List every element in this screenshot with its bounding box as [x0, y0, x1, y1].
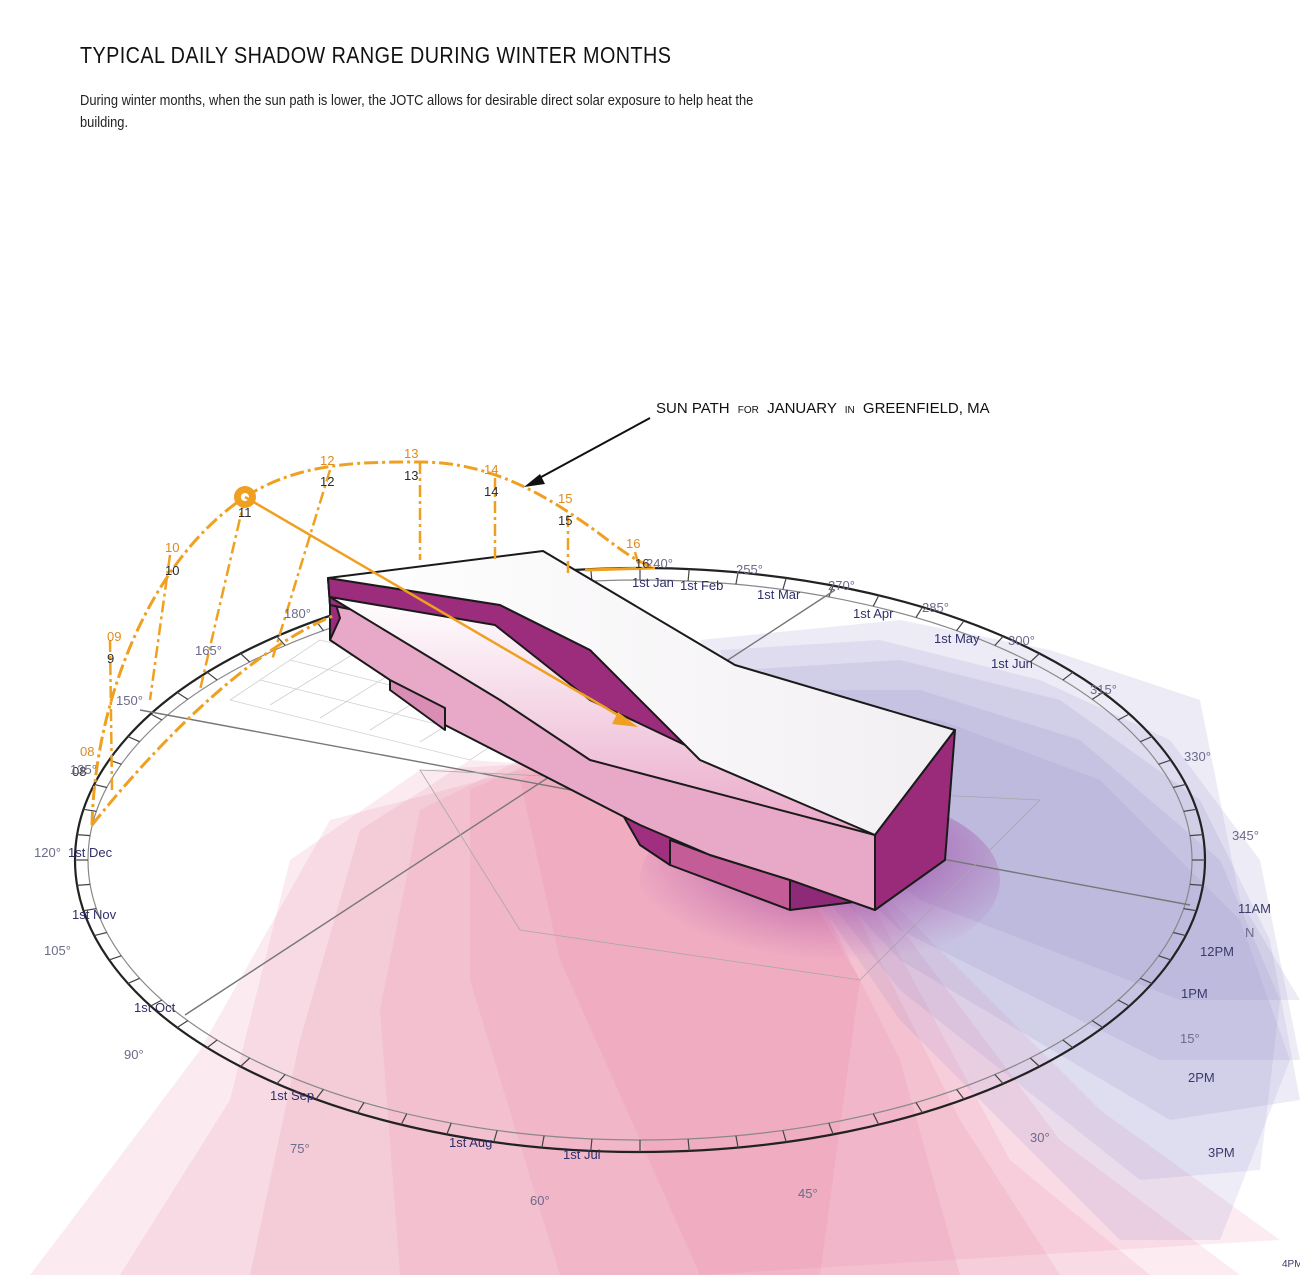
compass-tick — [109, 956, 121, 960]
hour-label-orange: 15 — [558, 491, 572, 506]
time-label: 12PM — [1200, 944, 1234, 959]
degree-label: 270° — [828, 578, 855, 593]
hour-label: 11 — [238, 505, 252, 520]
compass-tick — [241, 654, 250, 663]
month-label: 1st Nov — [72, 907, 117, 922]
degree-label: 165° — [195, 643, 222, 658]
hour-label-orange: 14 — [484, 462, 498, 477]
degree-label: 150° — [116, 693, 143, 708]
month-label: 1st Jul — [563, 1147, 601, 1162]
degree-label: 60° — [530, 1193, 550, 1208]
degree-label: 120° — [34, 845, 61, 860]
degree-label: 75° — [290, 1141, 310, 1156]
month-label: 1st Dec — [68, 845, 113, 860]
compass-tick — [128, 978, 140, 983]
month-label: 1st Sep — [270, 1088, 314, 1103]
compass-tick — [77, 884, 90, 885]
degree-label: N — [1245, 925, 1254, 940]
month-label: 1st Jan — [632, 575, 674, 590]
degree-label: 15° — [1180, 1031, 1200, 1046]
time-label: 11AM — [1238, 901, 1271, 916]
time-label: 3PM — [1208, 1145, 1235, 1160]
callout-for: FOR — [738, 405, 759, 416]
degree-label: 180° — [284, 606, 311, 621]
hour-label: 9 — [107, 651, 114, 666]
compass-tick — [128, 737, 140, 742]
degree-label: 330° — [1184, 749, 1211, 764]
month-label: 1st Aug — [449, 1135, 492, 1150]
hour-label: 15 — [558, 513, 572, 528]
compass-tick — [84, 809, 97, 811]
sun-path-callout: SUN PATH FOR JANUARY IN GREENFIELD, MA — [656, 400, 990, 417]
callout-location: GREENFIELD, MA — [863, 400, 990, 417]
degree-label: 30° — [1030, 1130, 1050, 1145]
hour-label: 14 — [484, 484, 498, 499]
hour-label: 13 — [404, 468, 418, 483]
time-label: 4PM — [1282, 1259, 1300, 1270]
degree-label: 300° — [1008, 633, 1035, 648]
degree-label: 285° — [922, 600, 949, 615]
time-label: 2PM — [1188, 1070, 1215, 1085]
hour-label-orange: 12 — [320, 453, 334, 468]
hour-label: 12 — [320, 474, 334, 489]
callout-sun-path: SUN PATH — [656, 400, 730, 417]
compass-tick — [151, 714, 162, 720]
month-label: 1st May — [934, 631, 980, 646]
hour-label-orange: 16 — [626, 536, 640, 551]
hour-label-orange: 09 — [107, 629, 121, 644]
month-label: 1st Feb — [680, 578, 723, 593]
month-label: 1st Jun — [991, 656, 1033, 671]
compass-tick — [77, 835, 90, 836]
time-label: 1PM — [1181, 986, 1208, 1001]
compass-tick — [957, 621, 965, 631]
degree-label: 45° — [798, 1186, 818, 1201]
hour-label-orange: 13 — [404, 446, 418, 461]
degree-label: 90° — [124, 1047, 144, 1062]
compass-tick — [177, 1021, 188, 1028]
hour-label-orange: 08 — [80, 744, 94, 759]
hour-label-orange: 10 — [165, 540, 179, 555]
month-label: 1st Mar — [757, 587, 801, 602]
degree-label: 135° — [70, 762, 97, 777]
callout-january: JANUARY — [767, 400, 837, 417]
degree-label: 255° — [736, 562, 763, 577]
degree-label: 105° — [44, 943, 71, 958]
month-label: 1st Oct — [134, 1000, 176, 1015]
hour-label: 10 — [165, 563, 179, 578]
degree-label: 345° — [1232, 828, 1259, 843]
compass-tick — [94, 933, 107, 936]
month-label: 1st Apr — [853, 606, 894, 621]
compass-tick — [873, 595, 879, 606]
degree-label: 315° — [1090, 682, 1117, 697]
compass-tick — [207, 672, 217, 680]
compass-tick — [94, 784, 107, 787]
degree-label: 240° — [646, 556, 673, 571]
callout-in: IN — [845, 405, 855, 416]
callout-arrow — [524, 418, 650, 487]
compass-tick — [177, 693, 188, 700]
